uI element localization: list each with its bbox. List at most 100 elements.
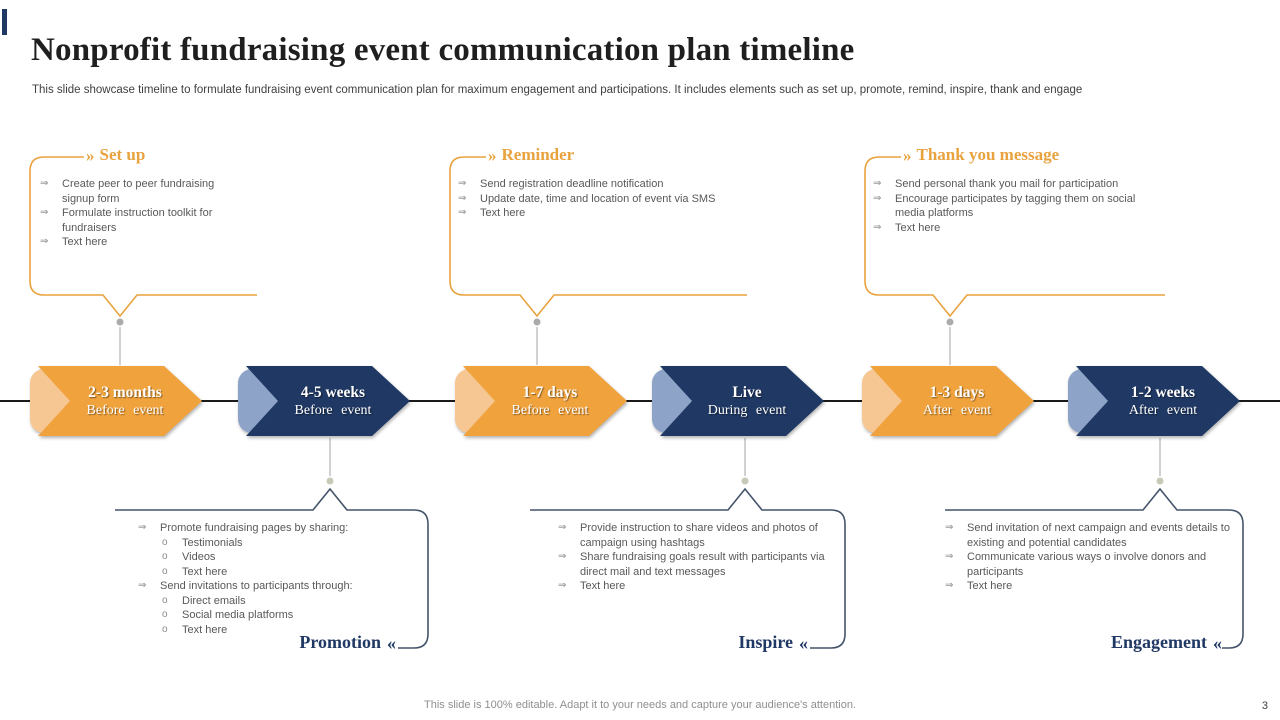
callout-title-text: Thank you message [916,145,1060,164]
chevron-left-icon: « [387,632,396,653]
arrow-6-shape [1068,366,1240,436]
arrow-5-shape [862,366,1034,436]
arrow-3-shape [455,366,627,436]
top-connectors [119,327,951,365]
arrow-bullet-icon: ⇒ [40,178,49,189]
list-item: ⇒Provide instruction to share videos and… [558,522,818,549]
callout-frame-inspire [530,487,846,649]
arrow-bullet-icon: ⇒ [138,522,147,533]
arrow-bullet-icon: ⇒ [458,178,467,189]
list-item: ⇒Create peer to peer fundraising signup … [40,178,215,205]
callout-frame-reminder [449,156,747,318]
arrow-4-shape [652,366,824,436]
arrow-bullet-icon: ⇒ [945,551,954,562]
callout-frame-thankyou [864,156,1165,318]
arrow-bullet-icon: ⇒ [458,192,467,204]
circle-bullet-icon: o [162,594,168,606]
callout-title-text: Reminder [501,145,575,164]
chevron-right-icon: » [488,145,497,165]
callout-title-engagement: Engagement « [1111,632,1222,653]
timeline-arrow-5: 1-3 days After event [922,383,992,418]
callout-frame-setup [29,156,257,318]
arrow-bullet-icon: ⇒ [558,522,567,533]
chevron-left-icon: « [1213,632,1222,653]
arrow-bullet-icon: ⇒ [558,580,567,591]
arrow-2-shape [238,366,410,436]
list-item: ⇒Update date, time and location of event… [458,192,716,205]
arrow-bullet-icon: ⇒ [138,580,147,591]
callout-title-text: Set up [99,145,146,164]
callout-title-reminder: » Reminder [488,145,574,165]
circle-bullet-icon: o [162,536,168,548]
callout-list-setup: ⇒Create peer to peer fundraising signup … [40,177,245,250]
callout-frame-engagement [945,487,1244,649]
bottom-connectors [329,438,1161,476]
arrow-bullet-icon: ⇒ [945,580,954,591]
callout-title-text: Engagement [1111,632,1207,652]
chevron-right-icon: » [903,145,912,165]
callout-frame-promotion [115,487,429,649]
arrow-bullet-icon: ⇒ [40,207,49,218]
arrow-bullet-icon: ⇒ [458,207,467,218]
timeline-arrow-4: Live During event [707,383,787,418]
arrow-1-shape [30,366,202,436]
callout-title-thankyou: » Thank you message [903,145,1059,165]
callout-title-setup: » Set up [86,145,145,165]
list-item: ⇒Send personal thank you mail for partic… [873,178,1119,190]
timeline-arrow-3: 1-7 days Before event [511,383,589,418]
list-item: ⇒Encourage participates by tagging them … [873,192,1136,220]
callout-title-inspire: Inspire « [738,632,808,653]
list-item: ⇒Text here [40,236,108,248]
arrow-bullet-icon: ⇒ [945,522,954,533]
list-item: ⇒Text here [558,580,626,592]
page-number: 3 [1261,700,1268,712]
arrow-bullet-icon: ⇒ [873,221,882,233]
circle-bullet-icon: o [162,565,168,577]
callout-list-promotion: ⇒Promote fundraising pages by sharing: o… [138,521,416,637]
page-subtitle: This slide showcase timeline to formulat… [32,84,1083,96]
timeline-arrow-2: 4-5 weeks Before event [294,383,372,418]
callout-title-text: Promotion [299,632,381,652]
arrow-bullet-icon: ⇒ [558,551,567,562]
footer-note: This slide is 100% editable. Adapt it to… [424,699,856,711]
list-item: ⇒Send invitation of next campaign and ev… [945,522,1230,549]
arrow-bullet-icon: ⇒ [873,192,882,204]
timeline-arrow-1: 2-3 months Before event [86,383,164,418]
chevron-right-icon: » [86,145,95,165]
list-item: ⇒Send registration deadline notification [458,178,664,190]
list-item: ⇒Communicate various ways o involve dono… [945,551,1207,578]
chevron-left-icon: « [799,632,808,653]
list-item: ⇒Text here [945,580,1013,592]
callout-list-thankyou: ⇒Send personal thank you mail for partic… [873,177,1153,235]
bottom-connector-dots [326,477,1164,485]
list-item: ⇒Send invitations to participants throug… [138,579,416,637]
list-item: ⇒Promote fundraising pages by sharing: o… [138,521,416,579]
circle-bullet-icon: o [162,609,168,620]
callout-title-promotion: Promotion « [299,632,396,653]
top-connector-dots [116,318,954,326]
corner-accent-bar [2,9,7,35]
circle-bullet-icon: o [162,623,168,635]
list-item: ⇒Formulate instruction toolkit for fundr… [40,207,213,234]
list-item: ⇒Text here [458,207,526,219]
page-title: Nonprofit fundraising event communicatio… [31,32,855,68]
list-item: ⇒Text here [873,221,941,234]
callout-title-text: Inspire [738,632,793,652]
list-item: ⇒Share fundraising goals result with par… [558,551,825,578]
arrow-bullet-icon: ⇒ [873,178,882,189]
arrow-bullet-icon: ⇒ [40,236,49,247]
timeline-arrow-6: 1-2 weeks After event [1128,383,1198,418]
callout-list-reminder: ⇒Send registration deadline notification… [458,177,720,221]
callout-list-inspire: ⇒Provide instruction to share videos and… [558,521,846,594]
callout-list-engagement: ⇒Send invitation of next campaign and ev… [945,521,1250,594]
